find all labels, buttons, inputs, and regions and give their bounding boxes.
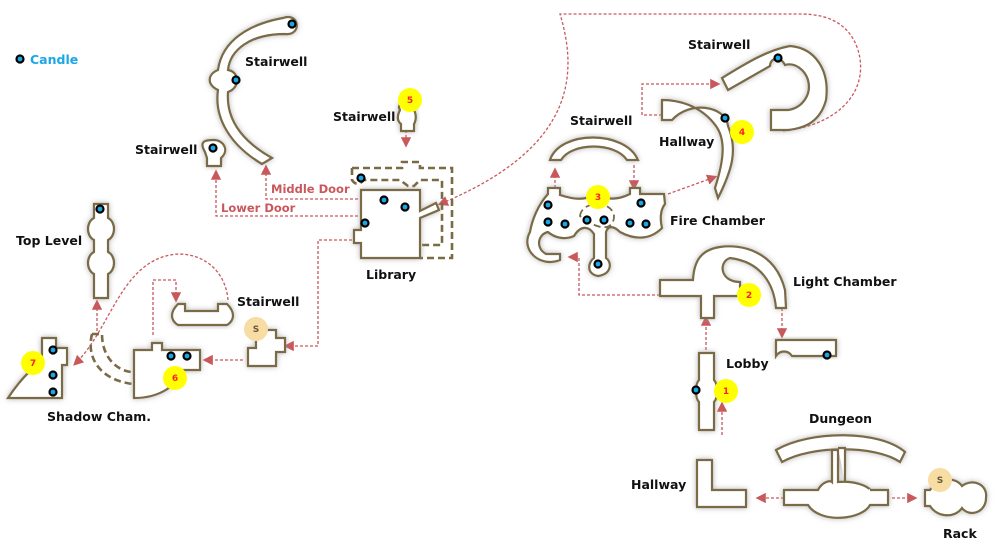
candle-icon <box>822 350 832 360</box>
label-shadow-chamber: Shadow Cham. <box>47 409 151 424</box>
marker-2[interactable]: 2 <box>737 283 761 307</box>
marker-6[interactable]: 6 <box>163 366 187 390</box>
route-fire-to-hallway <box>667 174 718 195</box>
candle-icon <box>625 218 635 228</box>
room-stairwell-top-left <box>208 15 298 166</box>
candle-legend-icon <box>15 54 25 64</box>
svg-text:1: 1 <box>723 387 729 397</box>
marker-5[interactable]: 5 <box>398 88 422 112</box>
marker-1[interactable]: 1 <box>714 379 738 403</box>
candle-icon <box>560 219 570 229</box>
candle-icon <box>691 385 701 395</box>
candle-icon <box>593 259 603 269</box>
candle-icon <box>95 204 105 214</box>
svg-text:S: S <box>253 325 259 335</box>
label-hallway-4: Hallway <box>659 134 714 149</box>
label-hallway-bottom: Hallway <box>631 477 686 492</box>
marker-3[interactable]: 3 <box>586 185 610 209</box>
candle-icon <box>400 202 410 212</box>
room-stairwell-fire <box>548 136 640 162</box>
candle-icon <box>641 219 651 229</box>
candle-icon <box>636 198 646 208</box>
label-stairwell-top-left: Stairwell <box>245 54 307 69</box>
legend: Candle <box>15 52 78 67</box>
svg-text:4: 4 <box>739 128 745 138</box>
svg-text:5: 5 <box>407 96 413 106</box>
svg-text:7: 7 <box>30 359 36 369</box>
route-lower-door <box>210 169 358 217</box>
candle-icon <box>543 217 553 227</box>
room-dungeon <box>774 434 907 519</box>
label-stairwell-top-right: Stairwell <box>688 37 750 52</box>
room-stairwell-light <box>774 338 838 360</box>
label-library: Library <box>366 267 416 282</box>
label-dungeon: Dungeon <box>809 411 872 426</box>
candles <box>48 19 832 397</box>
candle-icon <box>720 113 730 123</box>
label-stairwell-fire: Stairwell <box>570 113 632 128</box>
label-middle-door: Middle Door <box>271 182 350 196</box>
route-middle-door <box>260 164 358 200</box>
room-shadow-chamber-6 <box>89 332 202 400</box>
label-stairwell-5: Stairwell <box>333 109 395 124</box>
candle-icon <box>208 143 218 153</box>
candle-icon <box>48 387 58 397</box>
candle-icon <box>599 215 609 225</box>
marker-4[interactable]: 4 <box>730 120 754 144</box>
candle-icon <box>182 351 192 361</box>
legend-candle-label: Candle <box>30 52 78 67</box>
svg-text:3: 3 <box>595 193 601 203</box>
candle-icon <box>231 75 241 85</box>
label-stairwell-mid-left: Stairwell <box>237 294 299 309</box>
candle-icon <box>287 19 297 29</box>
start-marker-rack[interactable]: S <box>928 468 952 492</box>
room-fire-chamber <box>526 186 667 278</box>
room-light-chamber <box>658 245 788 320</box>
route-light-to-fire <box>567 251 660 296</box>
room-labels: Stairwell Stairwell Stairwell Library To… <box>16 37 977 541</box>
route-paths <box>73 13 918 504</box>
label-stairwell-left: Stairwell <box>135 142 197 157</box>
route-hallway-to-stairwell <box>641 78 721 116</box>
candle-icon <box>543 200 553 210</box>
label-light-chamber: Light Chamber <box>793 274 897 289</box>
candle-icon <box>48 345 58 355</box>
label-fire-chamber: Fire Chamber <box>670 213 766 228</box>
svg-text:S: S <box>937 476 943 486</box>
room-top-level <box>86 202 116 300</box>
candle-icon <box>48 370 58 380</box>
start-marker-stairwell[interactable]: S <box>244 317 268 341</box>
room-hallway-4 <box>660 98 735 201</box>
candle-icon <box>773 53 783 63</box>
route-shadow-to-stairwell <box>152 279 182 335</box>
candle-icon <box>379 195 389 205</box>
label-lower-door: Lower Door <box>221 201 296 215</box>
marker-7[interactable]: 7 <box>21 351 45 375</box>
label-lobby: Lobby <box>726 356 769 371</box>
room-stairwell-mid-left <box>170 302 235 327</box>
route-stairwell-to-library <box>437 13 862 206</box>
route-stairwell-to-shadow-cham <box>73 253 229 366</box>
room-stairwell-top-right <box>720 44 828 132</box>
candle-icon <box>356 173 366 183</box>
candle-icon <box>166 351 176 361</box>
candle-icon <box>360 218 370 228</box>
svg-text:6: 6 <box>172 374 178 384</box>
room-hallway-bottom <box>695 458 748 509</box>
room-stairwell-left <box>201 138 227 168</box>
label-rack: Rack <box>943 526 977 541</box>
svg-text:2: 2 <box>746 291 752 301</box>
label-top-level: Top Level <box>16 233 82 248</box>
candle-icon <box>582 215 592 225</box>
route-library-to-stairwell <box>283 239 352 352</box>
